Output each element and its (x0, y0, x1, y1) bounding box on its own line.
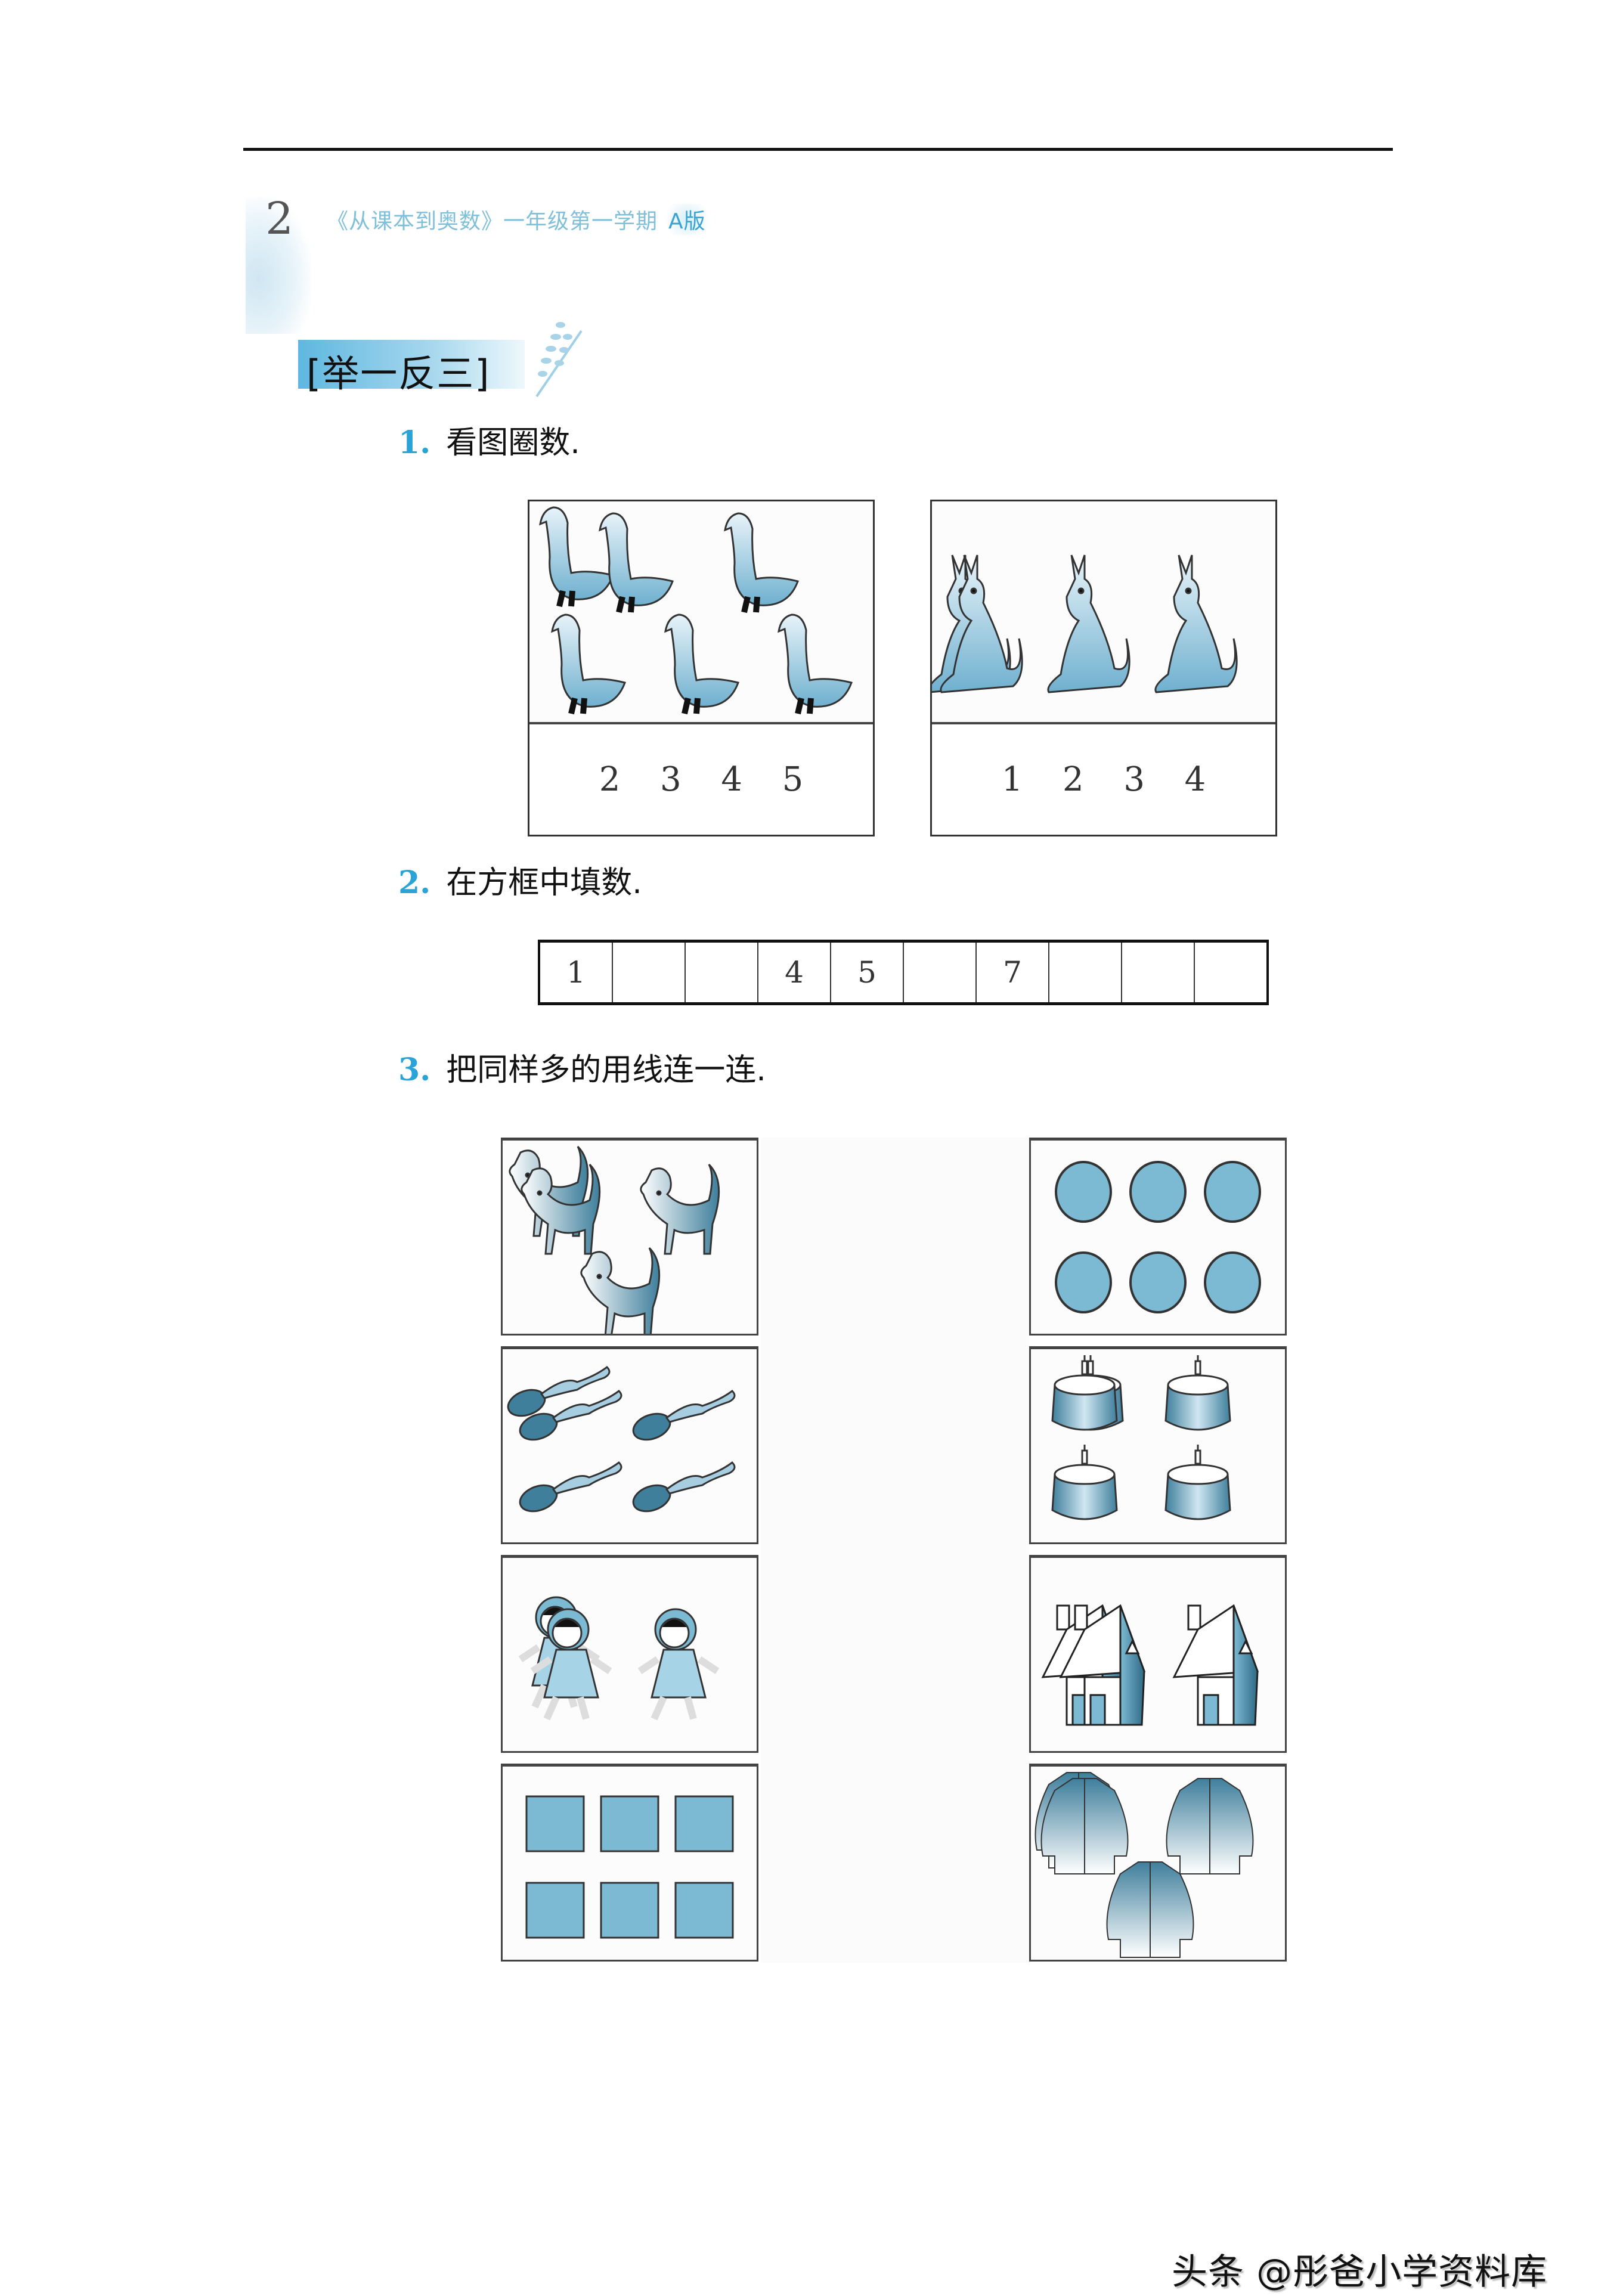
leaf-icon (525, 307, 584, 402)
number-box[interactable] (686, 943, 758, 1002)
top-rule (243, 148, 1393, 151)
number-box[interactable]: 5 (831, 943, 904, 1002)
matching-area (761, 1138, 1029, 1963)
circles-box[interactable] (1029, 1138, 1287, 1336)
option-number[interactable]: 4 (1184, 760, 1206, 799)
option-number[interactable]: 1 (1001, 760, 1023, 799)
kangaroo-card: 1 2 3 4 (930, 500, 1277, 836)
number-box[interactable] (1122, 943, 1195, 1002)
book-title: 《从课本到奥数》一年级第一学期 (327, 209, 658, 234)
page-number: 2 (265, 193, 294, 244)
number-box[interactable] (613, 943, 686, 1002)
number-box[interactable]: 4 (758, 943, 831, 1002)
kangaroos-picture (932, 501, 1275, 722)
section-title: [举一反三] (306, 352, 491, 395)
option-number[interactable]: 2 (599, 760, 621, 799)
number-box[interactable] (1195, 943, 1266, 1002)
question-1-title: 1. 看图圈数. (398, 417, 580, 462)
swan-card: 2 3 4 5 (528, 500, 875, 836)
option-number[interactable]: 4 (721, 760, 742, 799)
option-number[interactable]: 2 (1063, 760, 1084, 799)
option-number[interactable]: 3 (1123, 760, 1145, 799)
question-3-title: 3. 把同样多的用线连一连. (398, 1045, 766, 1089)
section-banner: [举一反三] (298, 340, 525, 395)
question-prompt: 把同样多的用线连一连. (446, 1052, 766, 1088)
number-box[interactable]: 7 (977, 943, 1049, 1002)
number-options: 2 3 4 5 (529, 724, 873, 835)
swans-picture (529, 501, 873, 722)
spoons-box[interactable] (501, 1346, 758, 1544)
watermark: 头条 @彤爸小学资料库 (1172, 2251, 1548, 2293)
question-prompt: 看图圈数. (446, 425, 580, 461)
dogs-box[interactable] (501, 1138, 758, 1336)
cakes-box[interactable] (1029, 1346, 1287, 1544)
option-number[interactable]: 3 (660, 760, 682, 799)
question-number: 1. (398, 425, 431, 461)
number-sequence-boxes: 1 4 5 7 (538, 940, 1269, 1005)
houses-box[interactable] (1029, 1555, 1287, 1753)
shirts-box[interactable] (1029, 1764, 1287, 1962)
squares-box[interactable] (501, 1764, 758, 1962)
header-decoration (246, 197, 311, 334)
card-divider (932, 722, 1275, 724)
number-box[interactable]: 1 (540, 943, 613, 1002)
number-box[interactable] (1049, 943, 1122, 1002)
question-2-title: 2. 在方框中填数. (398, 857, 642, 902)
number-options: 1 2 3 4 (932, 724, 1275, 835)
card-divider (529, 722, 873, 724)
question-prompt: 在方框中填数. (446, 865, 642, 901)
dolls-box[interactable] (501, 1555, 758, 1753)
number-box[interactable] (904, 943, 977, 1002)
question-number: 3. (398, 1052, 431, 1088)
edition-badge: A版 (664, 204, 711, 235)
question-number: 2. (398, 865, 431, 901)
option-number[interactable]: 5 (782, 760, 804, 799)
